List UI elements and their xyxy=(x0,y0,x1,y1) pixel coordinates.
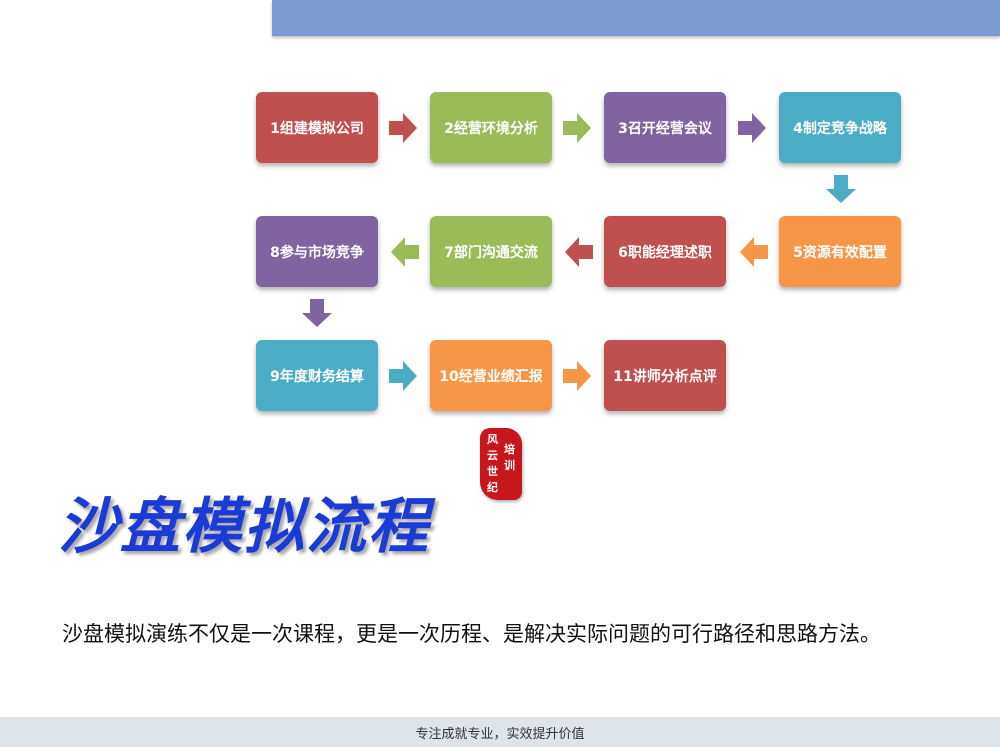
seal-stamp: 风 云 世 纪 培 训 xyxy=(480,428,522,500)
arrow-left-icon xyxy=(740,237,768,267)
step-2: 2经营环境分析 xyxy=(430,92,552,163)
arrow-right-icon xyxy=(563,361,591,391)
page-title: 沙盘模拟流程 xyxy=(58,492,430,562)
arrow-right-icon xyxy=(389,361,417,391)
arrow-right-icon xyxy=(738,113,766,143)
step-8: 8参与市场竞争 xyxy=(256,216,378,287)
step-10: 10经营业绩汇报 xyxy=(430,340,552,411)
seal-char: 世 xyxy=(487,465,498,478)
arrow-right-icon xyxy=(389,113,417,143)
seal-char: 云 xyxy=(487,449,498,462)
step-6: 6职能经理述职 xyxy=(604,216,726,287)
arrow-right-icon xyxy=(563,113,591,143)
footer-slogan: 专注成就专业，实效提升价值 xyxy=(0,717,1000,747)
arrow-down-icon xyxy=(826,175,856,203)
seal-char: 训 xyxy=(504,459,515,472)
arrow-left-icon xyxy=(391,237,419,267)
arrow-down-icon xyxy=(302,299,332,327)
step-4: 4制定竞争战略 xyxy=(779,92,901,163)
description-text: 沙盘模拟演练不仅是一次课程，更是一次历程、是解决实际问题的可行路径和思路方法。 xyxy=(62,622,881,646)
seal-char: 风 xyxy=(487,433,498,446)
seal-char: 纪 xyxy=(487,481,498,494)
step-11: 11讲师分析点评 xyxy=(604,340,726,411)
step-1: 1组建模拟公司 xyxy=(256,92,378,163)
step-7: 7部门沟通交流 xyxy=(430,216,552,287)
step-3: 3召开经营会议 xyxy=(604,92,726,163)
step-9: 9年度财务结算 xyxy=(256,340,378,411)
seal-char: 培 xyxy=(504,443,515,456)
step-5: 5资源有效配置 xyxy=(779,216,901,287)
header-bar xyxy=(272,0,1000,36)
arrow-left-icon xyxy=(565,237,593,267)
